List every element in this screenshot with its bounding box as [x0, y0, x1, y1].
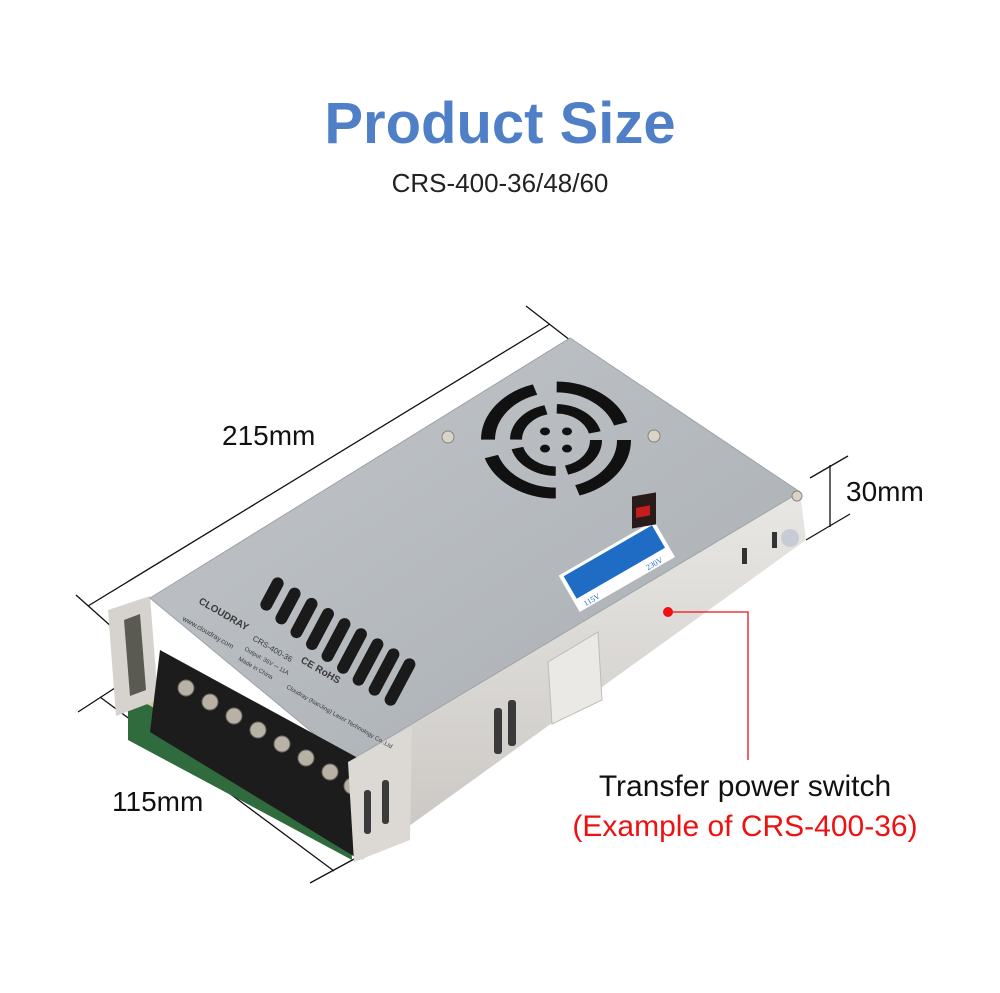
callout-title: Transfer power switch — [598, 770, 892, 803]
screw — [791, 490, 803, 502]
voltage-warning-sticker: 115V 230V — [558, 520, 675, 613]
side-slot — [508, 700, 516, 746]
qc-sticker — [781, 529, 799, 547]
width-label: 115mm — [112, 786, 204, 817]
mounting-recess — [547, 631, 603, 725]
callout-leader-line — [668, 611, 749, 760]
side-slot — [494, 708, 502, 754]
page-title: Product Size — [324, 91, 676, 156]
height-dimension-line — [805, 455, 851, 541]
model-subtitle: CRS-400-36/48/60 — [391, 168, 609, 198]
length-label: 215mm — [222, 420, 316, 451]
screw — [647, 429, 661, 443]
screw — [441, 430, 455, 444]
vent-slots — [260, 577, 416, 706]
callout-subtitle: (Example of CRS-400-36) — [572, 810, 918, 843]
height-label: 30mm — [846, 476, 924, 507]
fan-grille — [481, 381, 631, 499]
